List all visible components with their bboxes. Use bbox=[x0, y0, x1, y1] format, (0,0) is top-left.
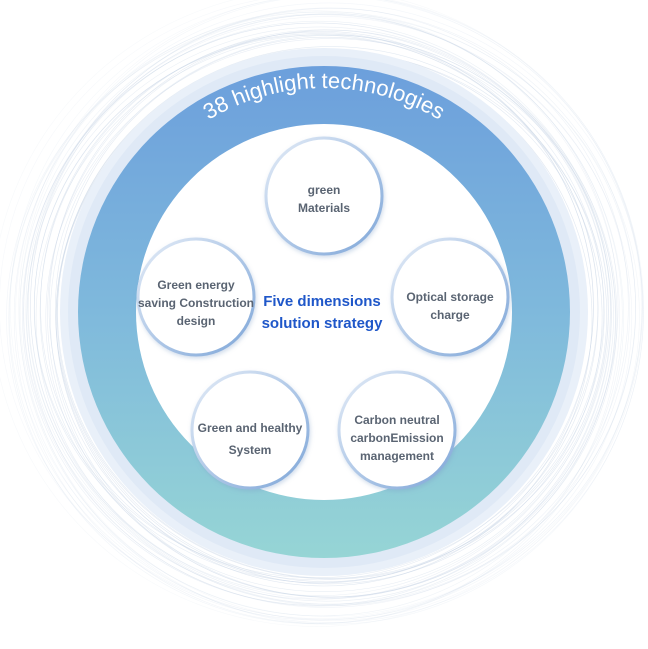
contour-line bbox=[57, 46, 605, 579]
contour-lines bbox=[0, 0, 644, 626]
node-green-materials: green Materials bbox=[264, 136, 384, 256]
contour-line bbox=[18, 0, 643, 621]
contour-line bbox=[0, 0, 642, 619]
node-label-line: Green and healthy bbox=[198, 421, 303, 435]
contour-line bbox=[39, 29, 609, 593]
contour-line bbox=[48, 30, 594, 584]
contour-line bbox=[23, 22, 609, 600]
contour-line bbox=[15, 2, 644, 623]
contour-line bbox=[45, 38, 617, 598]
node-label-line: management bbox=[360, 449, 434, 463]
contour-line bbox=[33, 33, 605, 583]
contour-line bbox=[55, 36, 599, 583]
contour-line bbox=[27, 8, 636, 606]
node-optical-storage-charge: Optical storage charge bbox=[390, 237, 510, 357]
node-label-line: Green energy bbox=[157, 278, 235, 292]
node-label-line: charge bbox=[430, 308, 470, 322]
node-label-line: Optical storage bbox=[406, 290, 494, 304]
contour-line bbox=[22, 22, 612, 606]
node-circle bbox=[190, 370, 310, 490]
contour-line bbox=[27, 20, 611, 596]
contour-line bbox=[22, 16, 630, 608]
contour-line bbox=[6, 14, 633, 621]
contour-line bbox=[19, 0, 644, 625]
node-label-line: green bbox=[308, 183, 341, 197]
contour-line bbox=[10, 0, 643, 617]
node-green-energy-construction: Green energy saving Construction design bbox=[136, 237, 256, 357]
contour-line bbox=[40, 31, 594, 581]
contour-line bbox=[30, 7, 629, 605]
contour-line bbox=[8, 11, 624, 625]
node-carbon-neutral: Carbon neutral carbonEmission management bbox=[337, 370, 457, 490]
node-circle bbox=[264, 136, 384, 256]
node-circle bbox=[390, 237, 510, 357]
contour-line bbox=[30, 14, 619, 599]
contour-line bbox=[34, 34, 599, 579]
node-circle bbox=[337, 370, 457, 490]
node-green-healthy-system: Green and healthy System bbox=[190, 370, 310, 490]
contour-line bbox=[13, 10, 620, 624]
contour-line bbox=[0, 0, 642, 626]
contour-line bbox=[50, 35, 614, 598]
node-label-line: System bbox=[229, 443, 272, 457]
node-label-line: saving Construction bbox=[138, 296, 254, 310]
center-line-1: Five dimensions bbox=[263, 293, 381, 310]
contour-line bbox=[26, 26, 616, 607]
node-label-line: carbonEmission bbox=[350, 431, 443, 445]
node-label-line: design bbox=[177, 314, 216, 328]
center-line-2: solution strategy bbox=[262, 315, 384, 332]
contour-line bbox=[19, 13, 623, 617]
node-circle bbox=[136, 237, 256, 357]
contour-line bbox=[9, 11, 640, 620]
contour-line bbox=[47, 29, 612, 598]
node-label-line: Carbon neutral bbox=[354, 413, 439, 427]
node-label-line: Materials bbox=[298, 201, 350, 215]
contour-line bbox=[35, 34, 618, 602]
contour-line bbox=[25, 13, 637, 605]
